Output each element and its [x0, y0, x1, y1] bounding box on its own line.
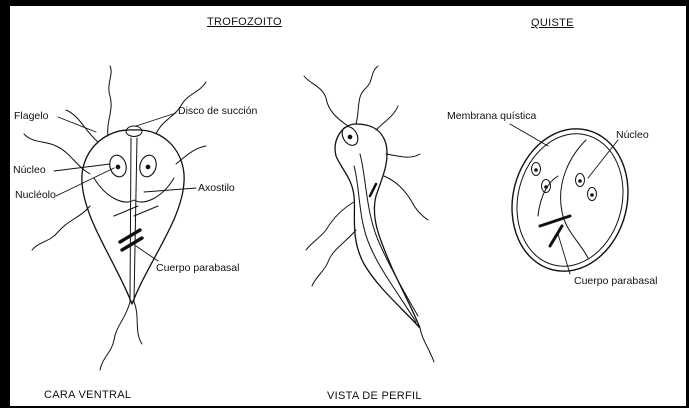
- label-trophozoite-nucleus: Núcleo: [13, 164, 46, 176]
- diagram-frame: TROFOZOITO QUISTE Flagelo Disco de succi…: [10, 6, 686, 406]
- label-axostyle: Axostilo: [198, 182, 235, 194]
- cyst-parabasal-bodies: [540, 216, 570, 246]
- cyst-internal-structures: [532, 140, 597, 258]
- profile-view-body: [335, 124, 420, 328]
- label-cyst-parabasal-body: Cuerpo parabasal: [574, 275, 657, 287]
- label-cyst-nucleus: Núcleo: [616, 129, 649, 141]
- cyst-wall: [497, 116, 642, 283]
- trophozoite-ventral-body: [82, 126, 184, 304]
- label-trophozoite-parabasal-body: Cuerpo parabasal: [156, 262, 239, 274]
- label-flagellum: Flagelo: [14, 110, 48, 122]
- profile-view-flagella: [304, 66, 434, 362]
- trophozoite-parabasal-bodies: [120, 230, 142, 250]
- label-nucleolus: Nucléolo: [15, 189, 56, 201]
- profile-view-nucleus: [339, 124, 361, 148]
- label-suction-disc: Disco de succión: [178, 105, 257, 117]
- heading-cyst: QUISTE: [531, 17, 574, 29]
- trophozoite-nuclei: [107, 153, 158, 178]
- giardia-illustration: [10, 6, 686, 406]
- caption-ventral-view: CARA VENTRAL: [44, 389, 131, 401]
- caption-profile-view: VISTA DE PERFIL: [327, 390, 422, 402]
- heading-trophozoite: TROFOZOITO: [207, 16, 282, 28]
- label-cyst-membrane: Membrana quística: [447, 110, 536, 122]
